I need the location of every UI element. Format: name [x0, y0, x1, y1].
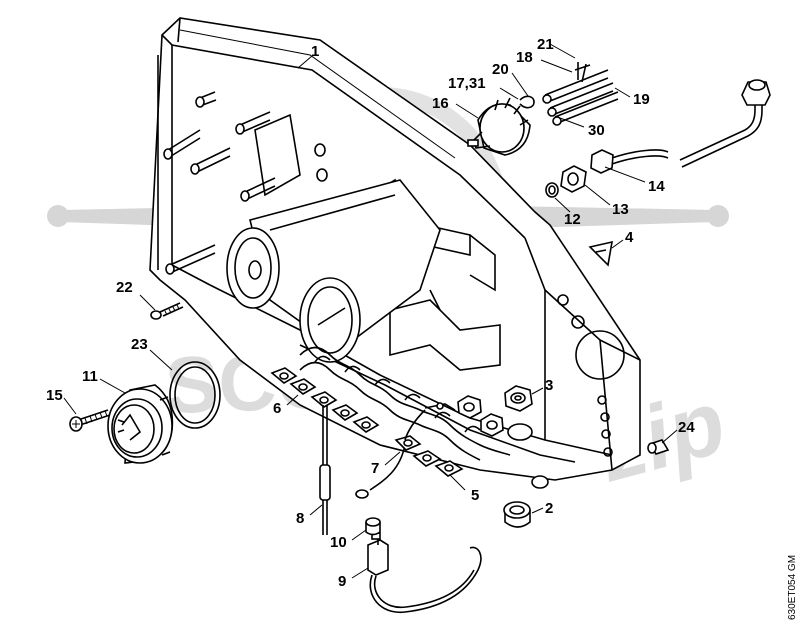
gasket-part-23	[169, 361, 221, 429]
screw-part-22	[150, 302, 184, 320]
switch-part-9	[367, 532, 482, 613]
callout-labels: 1 2 3 4 5 6 7 8 9 10 11 12 13 14 15 16 1…	[46, 36, 695, 590]
cable-clip-rail	[299, 346, 511, 461]
callout-23: 23	[131, 336, 148, 353]
nut-part-3	[504, 385, 533, 412]
drawing-reference: 630ET054 GM	[787, 555, 798, 620]
screw-part-15	[69, 409, 111, 432]
plug-part-24	[647, 439, 670, 455]
callout-6: 6	[273, 400, 281, 417]
sensor-part-8	[319, 405, 331, 535]
tube-part-14	[590, 79, 771, 174]
callout-2: 2	[545, 500, 553, 517]
callout-10: 10	[330, 534, 347, 551]
cap-part-10	[365, 517, 381, 536]
callout-21: 21	[537, 36, 554, 53]
callout-18: 18	[516, 49, 533, 66]
callout-22: 22	[116, 279, 133, 296]
switch-part-16	[467, 97, 531, 156]
connector-bundle-parts-18-19-21-30	[542, 62, 619, 126]
callout-30: 30	[588, 122, 605, 139]
callout-4: 4	[625, 229, 634, 246]
callout-12: 12	[564, 211, 581, 228]
callout-11: 11	[82, 368, 98, 385]
callout-19: 19	[633, 91, 650, 108]
callout-8: 8	[296, 510, 304, 527]
washers-part-5	[412, 450, 464, 477]
callout-3: 3	[545, 377, 553, 394]
callout-1: 1	[311, 43, 319, 60]
callout-14: 14	[648, 178, 665, 195]
gauge-part-11	[107, 384, 174, 464]
callout-13: 13	[612, 201, 629, 218]
callout-9: 9	[338, 573, 346, 590]
cap-part-4	[588, 240, 613, 267]
callout-7: 7	[371, 460, 379, 477]
callout-16: 16	[432, 95, 449, 112]
callout-17: 17,31	[448, 75, 486, 92]
fitting-part-13	[560, 165, 587, 193]
housing-part-1	[149, 17, 641, 489]
leader-lines	[63, 43, 678, 579]
rail-fittings	[424, 395, 549, 489]
callout-5: 5	[471, 487, 479, 504]
washers-part-6	[270, 367, 380, 433]
wire-part-7	[355, 409, 426, 499]
callout-15: 15	[46, 387, 63, 404]
fitting-part-2	[503, 501, 531, 528]
oring-part-12	[545, 182, 559, 198]
clip-part-20	[519, 95, 535, 109]
callout-24: 24	[678, 419, 695, 436]
gauge-cylinder	[226, 179, 441, 363]
callout-20: 20	[492, 61, 509, 78]
